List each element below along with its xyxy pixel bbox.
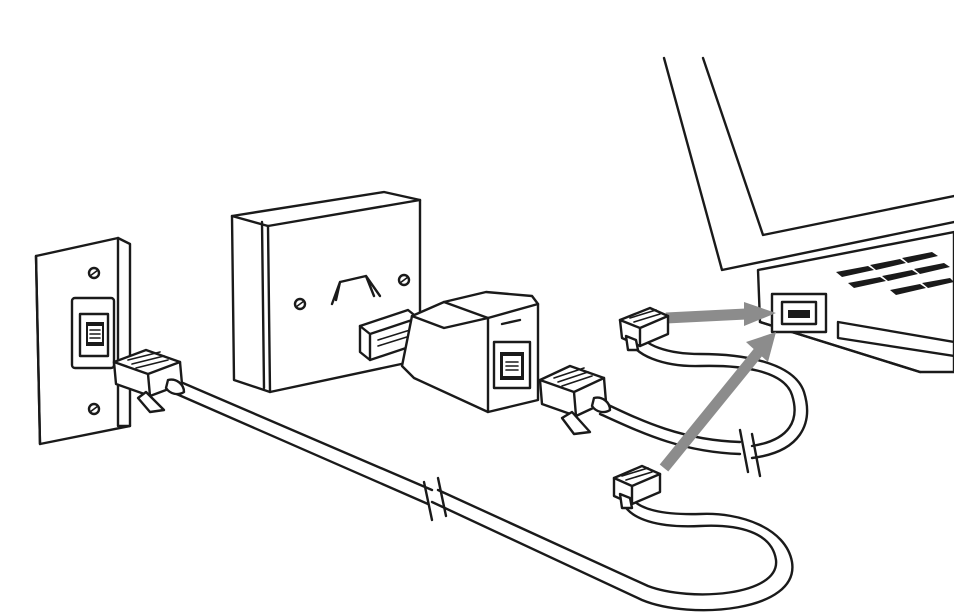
socket-adapter — [358, 290, 540, 414]
arrow-upper — [665, 308, 747, 324]
socket-slot — [330, 274, 382, 306]
arrow-lower — [659, 346, 765, 472]
laptop-keyboard — [836, 252, 954, 295]
telephone-cable-long — [170, 378, 794, 612]
rj11-plug-wall — [112, 348, 186, 414]
laptop-screen — [662, 56, 954, 272]
cable-break-mark — [422, 476, 448, 522]
cable-break-mark — [738, 428, 762, 478]
connection-arrows — [659, 302, 776, 472]
rj11-plug-long-end — [612, 464, 662, 510]
laptop-side-slot — [836, 320, 954, 358]
master-socket — [230, 190, 422, 394]
rj11-plug-short-end — [618, 306, 670, 352]
wall-phone-jack — [34, 236, 132, 446]
rj11-plug-adapter — [538, 364, 612, 436]
laptop — [662, 56, 954, 374]
telephone-cable-short — [598, 330, 809, 478]
